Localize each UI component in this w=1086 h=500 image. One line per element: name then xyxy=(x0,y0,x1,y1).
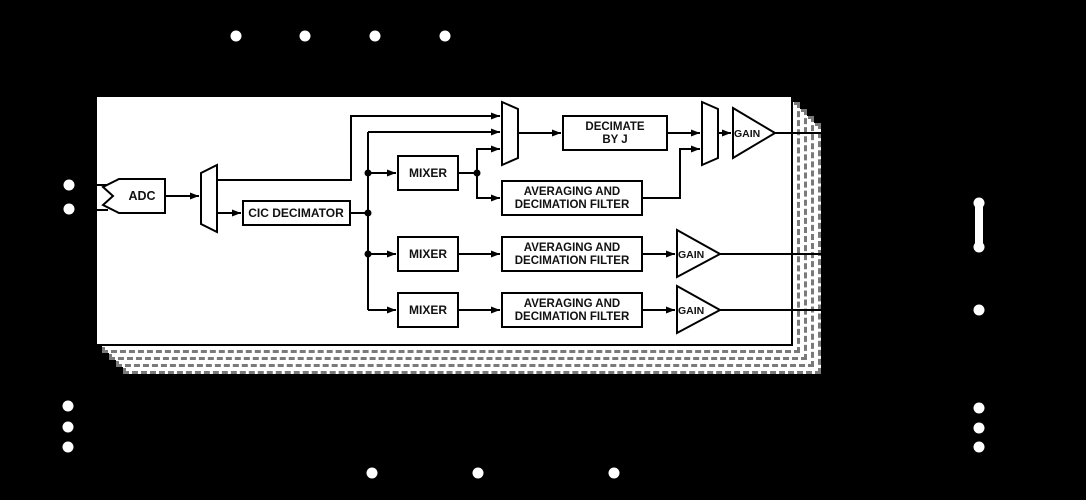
gain1-label: GAIN xyxy=(734,128,760,140)
mixer2-label: MIXER xyxy=(409,247,447,261)
mixer2-block xyxy=(397,236,459,272)
signal-chain-diagram: ADC CIC DECIMATOR MIXER MIXER MIXER DECI… xyxy=(95,100,822,335)
gain2-label: GAIN xyxy=(678,249,704,261)
pin-dot xyxy=(973,422,985,434)
pin-dot xyxy=(63,203,75,215)
pin-dot xyxy=(62,421,74,433)
decimate-by-j-block xyxy=(562,115,668,151)
pin-connector-bar xyxy=(975,203,983,247)
averaging-filter2-block xyxy=(501,236,643,272)
pin-dot xyxy=(973,241,985,253)
pin-dot xyxy=(230,30,242,42)
decimate-label-2: BY J xyxy=(602,134,627,146)
junction-dot xyxy=(364,209,372,217)
pin-dot xyxy=(608,467,620,479)
filter2-label-2: DECIMATION FILTER xyxy=(515,255,630,267)
gain1-amplifier xyxy=(732,106,777,160)
mixer1-label: MIXER xyxy=(409,166,447,180)
cic-label: CIC DECIMATOR xyxy=(248,206,344,220)
mux2-shape xyxy=(701,100,719,167)
junction-dot xyxy=(364,169,372,177)
filter3-label-1: AVERAGING AND xyxy=(524,298,620,310)
filter3-label-2: DECIMATION FILTER xyxy=(515,311,630,323)
gain2-amplifier xyxy=(676,228,723,279)
pin-dot xyxy=(973,441,985,453)
gain3-label: GAIN xyxy=(678,305,704,317)
mixer3-block xyxy=(397,292,459,328)
wire-mixer1-to-mux xyxy=(476,145,500,173)
adc-label: ADC xyxy=(128,189,155,203)
pin-dot xyxy=(973,304,985,316)
pin-dot xyxy=(62,400,74,412)
pin-dot xyxy=(472,467,484,479)
pin-dot xyxy=(366,467,378,479)
pin-dot xyxy=(299,30,311,42)
filter1-label-1: AVERAGING AND xyxy=(524,186,620,198)
filter2-label-1: AVERAGING AND xyxy=(524,242,620,254)
demux-shape xyxy=(200,163,218,234)
pin-dot xyxy=(63,179,75,191)
adc-block xyxy=(101,178,166,214)
pin-dot xyxy=(973,402,985,414)
junction-dot xyxy=(473,169,481,177)
channel-sheet-stack: ADC CIC DECIMATOR MIXER MIXER MIXER DECI… xyxy=(95,95,829,379)
cic-decimator-block xyxy=(242,200,351,226)
wire-demux-top-to-mux xyxy=(217,112,500,181)
pin-dot xyxy=(439,30,451,42)
filter1-label-2: DECIMATION FILTER xyxy=(515,199,630,211)
mixer3-label: MIXER xyxy=(409,303,447,317)
wire-filter1-to-mux2 xyxy=(642,145,700,199)
averaging-filter3-block xyxy=(501,292,643,328)
pin-dot xyxy=(369,30,381,42)
pin-dot xyxy=(62,441,74,453)
decimate-label-1: DECIMATE xyxy=(585,121,645,133)
junction-dot xyxy=(364,250,372,258)
mux1-shape xyxy=(501,100,519,167)
gain3-amplifier xyxy=(676,284,723,335)
wire-mixer1-to-filter1 xyxy=(476,173,500,202)
mixer1-block xyxy=(397,155,459,191)
averaging-filter1-block xyxy=(501,180,643,216)
